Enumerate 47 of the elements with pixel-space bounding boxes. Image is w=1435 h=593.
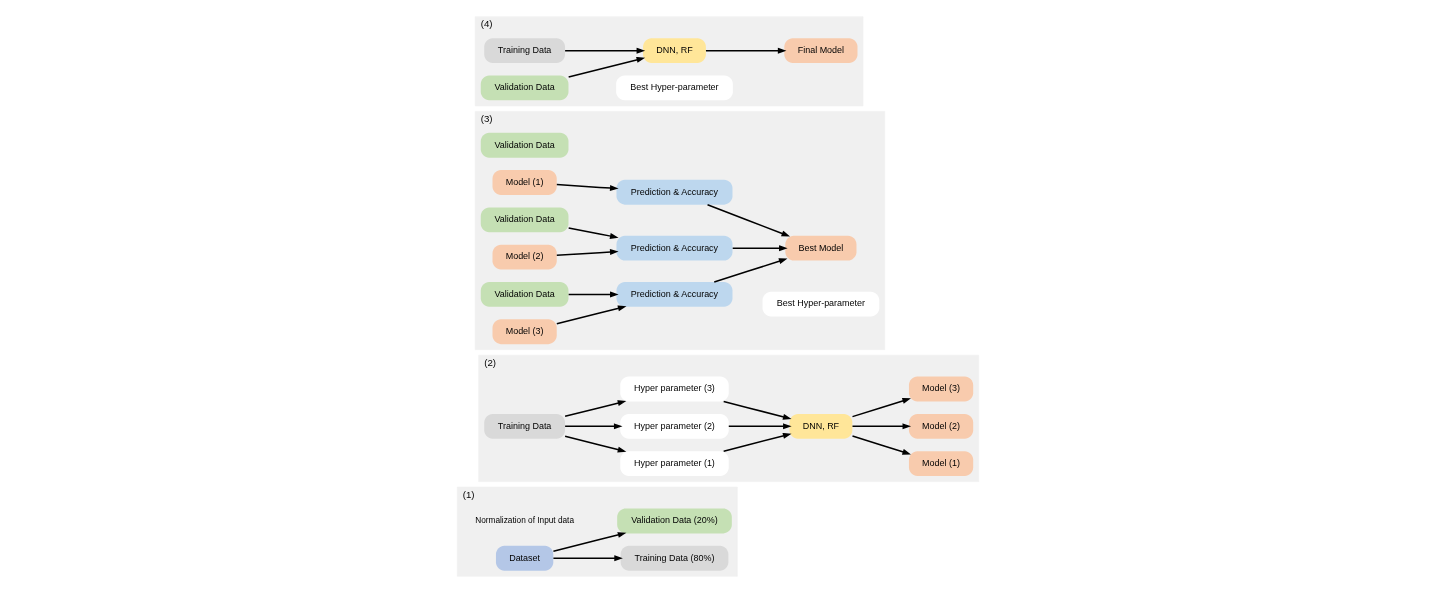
arrow [555, 183, 619, 192]
node-box: Hyper parameter (3) [619, 376, 729, 402]
arrow [563, 423, 622, 430]
arrow [706, 203, 790, 237]
node-box: Prediction & Accuracy [616, 179, 732, 205]
node-box: Validation Data [480, 282, 568, 307]
node-box: Best Model [784, 235, 856, 261]
node-box: Hyper parameter (2) [619, 413, 729, 439]
node-box: Validation Data (20%) [616, 508, 732, 534]
node-box: DNN, RF [642, 38, 706, 64]
node-box: Model (3) [492, 319, 557, 345]
arrow [851, 423, 911, 430]
arrow [713, 258, 787, 283]
node-box: Model (2) [908, 413, 973, 439]
node-box: Model (1) [908, 451, 973, 477]
node-box: Hyper parameter (1) [619, 451, 729, 477]
arrow [704, 47, 786, 54]
node-box: Training Data [483, 38, 565, 64]
node-box: Validation Data [480, 75, 568, 101]
arrow [567, 291, 619, 298]
arrow [555, 305, 626, 325]
arrow [563, 400, 626, 418]
node-box: Prediction & Accuracy [616, 282, 732, 307]
arrow [851, 435, 911, 455]
arrow [552, 555, 623, 562]
node-box: Model (1) [492, 170, 557, 195]
arrow [722, 400, 791, 420]
arrow [563, 47, 645, 54]
node-box: Training Data (80%) [620, 545, 728, 571]
node-box: Model (3) [908, 376, 973, 402]
node-box: Training Data [483, 413, 565, 439]
node-box: Dataset [495, 545, 553, 571]
node-box: Validation Data [480, 207, 568, 233]
arrow [555, 249, 619, 256]
node-box: DNN, RF [789, 413, 852, 439]
arrow [563, 435, 626, 453]
arrow [722, 432, 791, 452]
node-box: Final Model [783, 38, 857, 64]
arrow [567, 227, 619, 239]
arrow [727, 423, 792, 430]
arrow [731, 245, 788, 252]
arrow [851, 397, 911, 418]
arrow [567, 57, 645, 78]
node-box: Model (2) [492, 244, 557, 270]
node-box: Prediction & Accuracy [616, 235, 732, 261]
arrow [552, 532, 626, 552]
node-box: Validation Data [480, 132, 568, 158]
